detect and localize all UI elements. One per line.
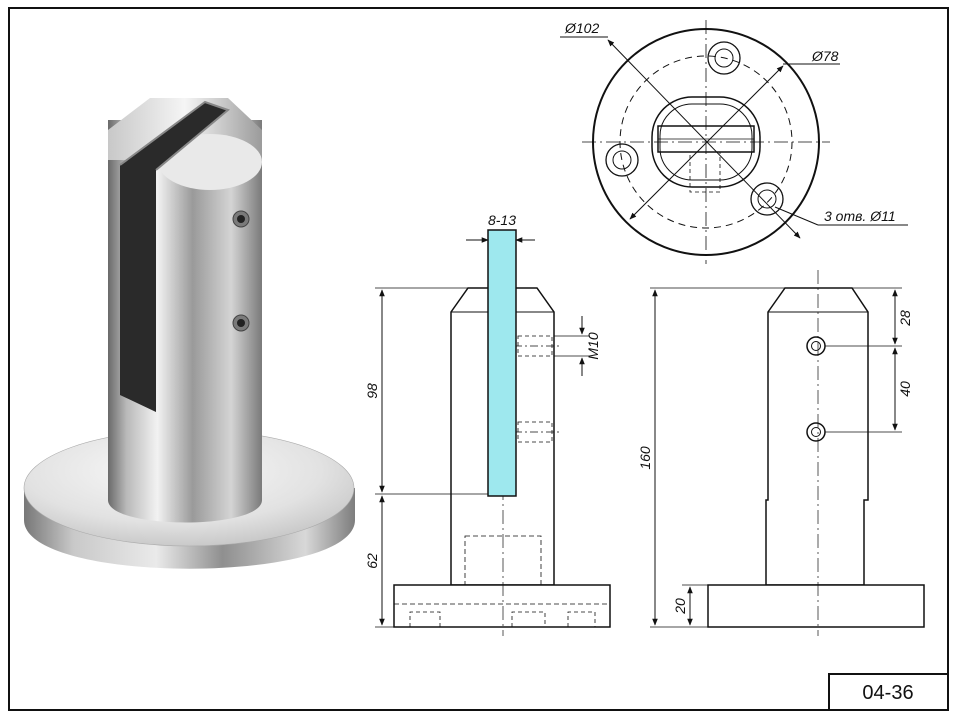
holes-leader bbox=[774, 206, 819, 226]
top-view bbox=[560, 20, 908, 264]
dim-glass-thickness: 8-13 bbox=[488, 212, 516, 228]
side-view-screw-bottom-inner bbox=[811, 427, 821, 437]
dim-base-height: 62 bbox=[364, 553, 380, 569]
set-screw-top-hex bbox=[237, 215, 245, 223]
front-view-base-counterbore-2 bbox=[511, 611, 546, 627]
dim-base-thickness: 20 bbox=[672, 598, 688, 615]
side-view-base bbox=[707, 584, 925, 628]
sheet-border bbox=[8, 7, 949, 711]
dim-holes: 3 отв. Ø11 bbox=[824, 208, 896, 224]
top-view-screw-block bbox=[689, 151, 721, 193]
side-view-screw-top-inner bbox=[811, 341, 821, 351]
front-view-base-counterbore-3 bbox=[567, 611, 596, 627]
isometric-render bbox=[23, 98, 355, 569]
drawing-code: 04-36 bbox=[862, 682, 913, 704]
post-cap-face bbox=[158, 134, 262, 190]
dim-dia102: Ø102 bbox=[564, 20, 599, 36]
dia78-leader bbox=[629, 65, 784, 220]
glass-panel bbox=[487, 229, 517, 497]
glass-slot-edge bbox=[119, 100, 230, 171]
dim-total-height: 160 bbox=[637, 446, 653, 470]
mount-hole-3-inner bbox=[757, 189, 777, 209]
mount-hole-2 bbox=[605, 143, 639, 177]
dim-hole-spacing: 40 bbox=[897, 381, 913, 397]
front-view-base bbox=[393, 584, 611, 628]
mount-hole-3 bbox=[750, 182, 784, 216]
dia102-leader bbox=[607, 39, 801, 239]
dim-top-offset: 28 bbox=[897, 310, 913, 327]
dim-thread: M10 bbox=[585, 332, 601, 359]
glass-slot bbox=[120, 102, 228, 412]
front-view-base-counterbore-1 bbox=[409, 611, 441, 627]
set-screw-bottom-hex bbox=[237, 319, 245, 327]
side-view bbox=[650, 270, 925, 636]
title-block bbox=[828, 673, 949, 711]
dim-slot-depth: 98 bbox=[364, 383, 380, 399]
dim-dia78: Ø78 bbox=[811, 48, 839, 64]
mount-hole-2-inner bbox=[612, 150, 632, 170]
